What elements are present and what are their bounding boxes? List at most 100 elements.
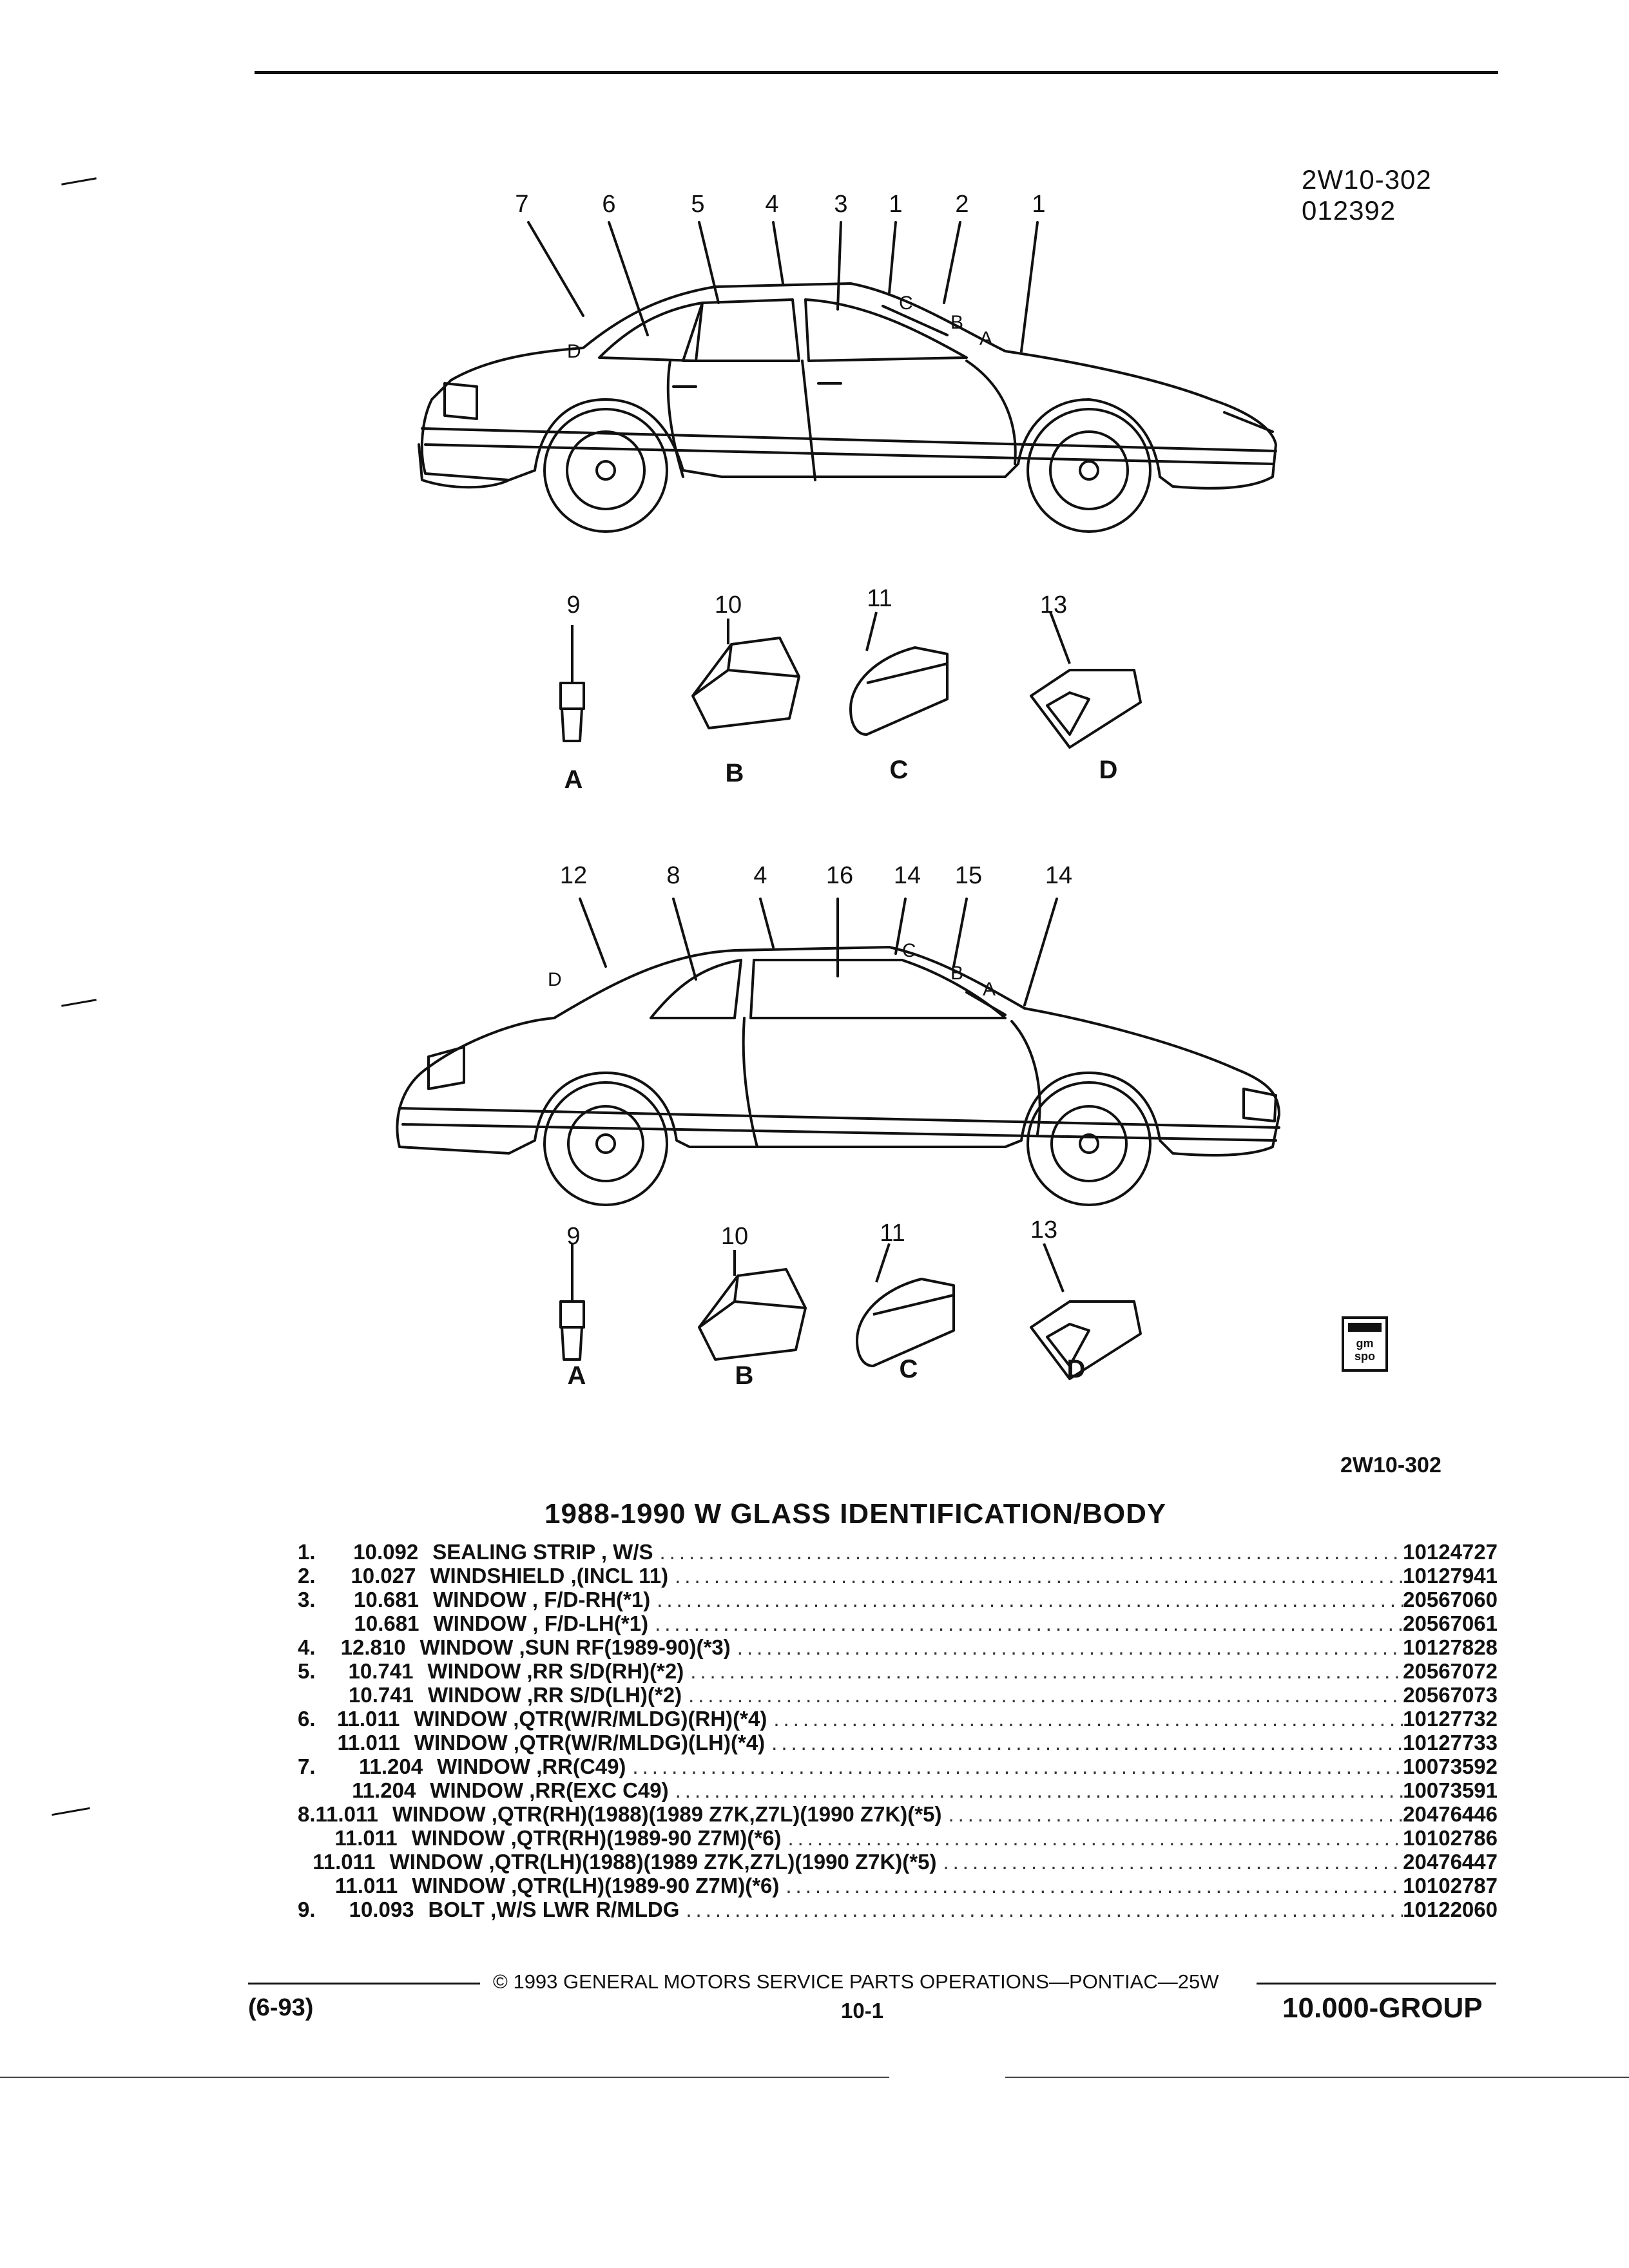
parts-code: 11.011 [334, 1874, 398, 1898]
parts-part-number: 10127732 [1403, 1707, 1498, 1731]
top-ref: 1 [1032, 191, 1046, 218]
parts-part-number: 20567073 [1403, 1683, 1498, 1707]
clip-ref: 10 [714, 591, 742, 619]
clip-letter: D [1066, 1355, 1086, 1383]
parts-part-number: 10127828 [1403, 1635, 1498, 1659]
leader-dots: ........................................… [675, 1778, 1403, 1802]
page-title: 1988-1990 W GLASS IDENTIFICATION/BODY [545, 1498, 1167, 1530]
parts-part-number: 20476447 [1403, 1850, 1498, 1874]
parts-item-number: 1. [298, 1540, 316, 1564]
parts-description: SEALING STRIP , W/S [432, 1540, 653, 1564]
parts-code: 10.681 [354, 1611, 419, 1635]
parts-code: 11.011 [337, 1731, 400, 1754]
clip-ref: 9 [566, 1223, 581, 1250]
gm-spo-logo: gm spo [1342, 1316, 1388, 1372]
parts-description: WINDOW ,QTR(W/R/MLDG)(LH)(*4) [414, 1731, 766, 1754]
clip-letter: C [899, 1355, 918, 1383]
leader-dots: ........................................… [655, 1611, 1403, 1635]
leader-dots: ........................................… [657, 1588, 1403, 1611]
parts-code: 11.011 [334, 1826, 398, 1850]
bottom-point-a: A [983, 979, 996, 1000]
parts-description: BOLT ,W/S LWR R/MLDG [428, 1898, 680, 1921]
parts-code: 10.093 [349, 1898, 414, 1921]
clip-letter: B [735, 1361, 754, 1390]
top-ref: 1 [889, 191, 903, 218]
parts-part-number: 10073592 [1403, 1754, 1498, 1778]
leader-dots: ........................................… [675, 1564, 1403, 1588]
clip-letter: A [567, 1361, 586, 1390]
parts-item-number: 4. [298, 1635, 316, 1659]
parts-part-number: 20567061 [1403, 1611, 1498, 1635]
parts-item-number: 3. [298, 1588, 316, 1611]
header-date: 012392 [1302, 195, 1396, 226]
parts-list-row: 11.011 WINDOW ,QTR(LH)(1989-90 Z7M)(*6)..… [298, 1874, 1498, 1898]
parts-part-number: 20567072 [1403, 1659, 1498, 1683]
top-point-b: B [950, 312, 963, 333]
leader-dots: ........................................… [786, 1874, 1403, 1898]
clip-ref: 13 [1030, 1216, 1058, 1244]
top-rule [255, 71, 1498, 74]
parts-list-row: 11.011 WINDOW ,QTR(W/R/MLDG)(LH)(*4).....… [298, 1731, 1498, 1754]
footer-rule-left [248, 1983, 480, 1984]
parts-part-number: 10102786 [1403, 1826, 1498, 1850]
leader-dots: ........................................… [686, 1898, 1403, 1921]
gm-spo-logo-text: gm spo [1354, 1337, 1375, 1363]
bottom-ref: 15 [954, 862, 983, 889]
parts-code: 12.810 [340, 1635, 406, 1659]
parts-description: WINDOW ,RR S/D(RH)(*2) [427, 1659, 684, 1683]
parts-part-number: 10124727 [1403, 1540, 1498, 1564]
parts-description: WINDOW ,QTR(LH)(1988)(1989 Z7K,Z7L)(1990… [389, 1850, 937, 1874]
parts-code: 11.204 [352, 1778, 416, 1802]
bottom-ref: 14 [893, 862, 921, 889]
top-ref: 2 [955, 191, 969, 218]
top-point-a: A [979, 328, 992, 349]
top-ref: 4 [765, 191, 779, 218]
parts-part-number: 20567060 [1403, 1588, 1498, 1611]
parts-code: 11.204 [358, 1754, 423, 1778]
clip-ref: 10 [720, 1223, 749, 1250]
leader-dots: ........................................… [943, 1850, 1403, 1874]
margin-mark [52, 1807, 90, 1816]
parts-part-number: 10073591 [1403, 1778, 1498, 1802]
clip-letter: B [725, 759, 744, 787]
clip-letter: C [889, 756, 909, 784]
top-point-d: D [567, 341, 581, 362]
bottom-point-b: B [950, 963, 963, 984]
top-ref: 3 [834, 191, 848, 218]
footer-rule-right [1257, 1983, 1496, 1984]
bottom-ref: 8 [666, 862, 680, 889]
clip-ref: 11 [867, 585, 892, 612]
parts-part-number: 20476446 [1403, 1802, 1498, 1826]
parts-item-number: 6. [298, 1707, 316, 1731]
clip-ref: 9 [566, 591, 581, 619]
leader-dots: ........................................… [690, 1659, 1403, 1683]
footer-date: (6-93) [248, 1994, 314, 2021]
parts-list-row: 3. 10.681 WINDOW , F/D-RH(*1).............… [298, 1588, 1498, 1611]
leader-dots: ........................................… [948, 1802, 1403, 1826]
clip-ref: 13 [1039, 591, 1068, 619]
parts-description: WINDOW ,QTR(RH)(1989-90 Z7M)(*6) [411, 1826, 782, 1850]
parts-description: WINDOW , F/D-RH(*1) [432, 1588, 651, 1611]
clip-ref: 11 [880, 1220, 905, 1247]
top-ref: 6 [602, 191, 616, 218]
top-point-c: C [899, 293, 913, 314]
parts-item-number: 5. [298, 1659, 316, 1683]
parts-description: WINDOW ,QTR(LH)(1989-90 Z7M)(*6) [412, 1874, 780, 1898]
margin-mark [61, 999, 97, 1007]
parts-code: 10.681 [354, 1588, 419, 1611]
leader-dots: ........................................… [771, 1731, 1403, 1754]
clip-letter: A [564, 765, 583, 794]
parts-part-number: 10127941 [1403, 1564, 1498, 1588]
